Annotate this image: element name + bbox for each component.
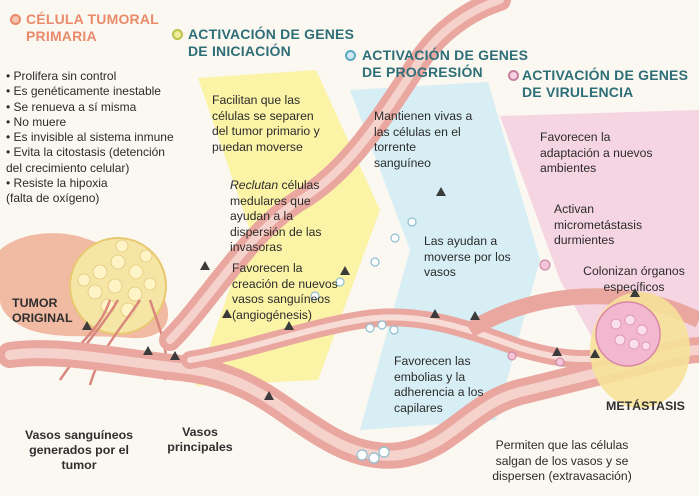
virulencia-text-3: Colonizan órganos específicos	[583, 264, 685, 294]
bullet-item: Es genéticamente inestable	[6, 84, 206, 99]
metastasis-label: METÁSTASIS	[606, 399, 685, 413]
bullet-continuation: (falta de oxígeno)	[6, 191, 100, 206]
iniciacion-dot-icon	[172, 29, 183, 40]
iniciacion-text-1: Facilitan que las células se separen del…	[212, 93, 320, 154]
metastasis-tumor	[595, 301, 661, 367]
tumor-original-line2: ORIGINAL	[12, 311, 73, 325]
primaria-dot-icon	[10, 14, 21, 25]
tumor-original-line1: TUMOR	[12, 296, 58, 310]
virulencia-dot-icon	[508, 70, 519, 81]
progresion-title-line2: DE PROGRESIÓN	[362, 64, 483, 80]
iniciacion-title-line1: ACTIVACIÓN DE GENES	[188, 26, 355, 42]
iniciacion-title: ACTIVACIÓN DE GENES DE INICIACIÓN	[188, 26, 354, 60]
virulencia-panel	[500, 110, 699, 352]
bullet-item: Evita la citostasis (detención	[6, 145, 206, 160]
virulencia-text-2: Activan micrometástasis durmientes	[554, 202, 643, 247]
bullet-continuation: del crecimiento celular)	[6, 160, 130, 175]
primaria-title: CÉLULA TUMORAL PRIMARIA	[26, 11, 159, 45]
iniciacion-text-2-italic: Reclutan	[230, 178, 279, 192]
progresion-text-3: Favorecen las embolias y la adherencia a…	[394, 354, 484, 415]
primaria-bullets: Prolifera sin control Es genéticamente i…	[6, 69, 206, 207]
virulencia-title: ACTIVACIÓN DE GENES DE VIRULENCIA	[522, 67, 688, 101]
virulencia-title-line1: ACTIVACIÓN DE GENES	[522, 67, 689, 83]
progresion-text-1: Mantienen vivas a las células en el torr…	[374, 109, 473, 170]
bullet-item: Es invisible al sistema inmune	[6, 130, 206, 145]
tumor-original-label: TUMOR ORIGINAL	[12, 296, 73, 326]
iniciacion-text-3: Favorecen la creación de nuevos vasos sa…	[232, 261, 338, 322]
progresion-title: ACTIVACIÓN DE GENES DE PROGRESIÓN	[362, 47, 528, 81]
virulencia-title-line2: DE VIRULENCIA	[522, 84, 634, 100]
vasos-principales-label: Vasos principales	[167, 425, 233, 454]
vasos-tumor-label: Vasos sanguíneos generados por el tumor	[24, 428, 134, 472]
bullet-item: Prolifera sin control	[6, 69, 206, 84]
progresion-title-line1: ACTIVACIÓN DE GENES	[362, 47, 529, 63]
iniciacion-panel	[196, 70, 380, 386]
bullet-item: Se renueva a sí misma	[6, 100, 206, 115]
primaria-title-line1: CÉLULA TUMORAL	[26, 11, 159, 27]
virulencia-text-1: Favorecen la adaptación a nuevos ambient…	[540, 130, 653, 175]
bullet-item: No muere	[6, 115, 206, 130]
progresion-text-2: Las ayudan a moverse por los vasos	[424, 234, 511, 279]
iniciacion-text-2-rest: células medulares que ayudan a la disper…	[230, 178, 322, 254]
extravasacion-text: Permiten que las células salgan de los v…	[492, 438, 632, 483]
primaria-title-line2: PRIMARIA	[26, 28, 97, 44]
bullet-item: Resiste la hipoxia	[6, 176, 206, 191]
progresion-dot-icon	[345, 50, 356, 61]
iniciacion-text-2: Reclutan células medulares que ayudan a …	[230, 178, 348, 256]
iniciacion-title-line2: DE INICIACIÓN	[188, 43, 291, 59]
